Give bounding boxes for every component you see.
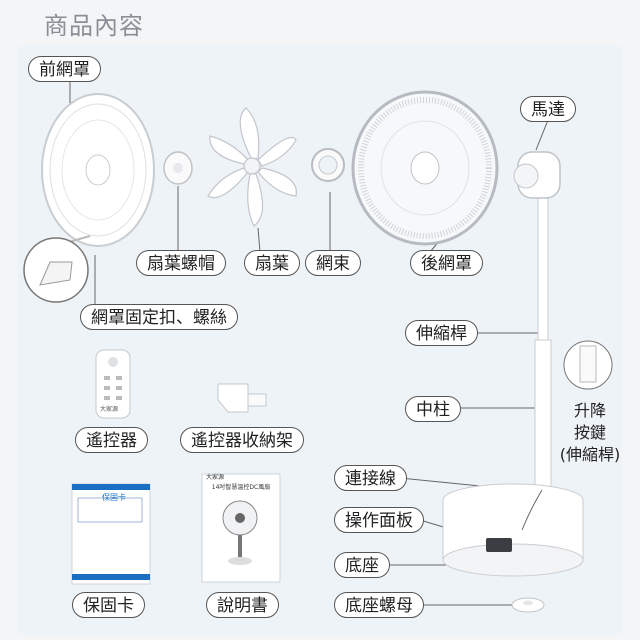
label-blade: 扇葉 <box>244 250 300 276</box>
label-clamp: 網束 <box>305 250 361 276</box>
label-grille-clip: 網罩固定扣、螺絲 <box>80 304 238 330</box>
warranty-card-image <box>71 483 151 585</box>
label-control-panel: 操作面板 <box>334 507 424 533</box>
label-blade-nut: 扇葉螺帽 <box>136 250 226 276</box>
grille-clip-image <box>23 237 89 303</box>
standing-fan-image <box>442 151 613 577</box>
front-grille-image <box>41 93 155 247</box>
base-nut-image <box>511 597 545 613</box>
blade-nut-image <box>163 151 193 185</box>
label-lift-button: 升降 按鍵 (伸縮桿) <box>552 400 628 466</box>
lift-line-1: 升降 <box>573 401 606 420</box>
lift-line-2: 按鍵 <box>573 423 606 442</box>
label-rear-grille: 後網罩 <box>410 250 483 276</box>
label-cable: 連接線 <box>334 465 407 491</box>
rear-grille-image <box>351 90 499 246</box>
label-telescopic-rod: 伸縮桿 <box>405 320 478 346</box>
label-motor: 馬達 <box>520 96 576 122</box>
label-warranty: 保固卡 <box>72 592 145 618</box>
blade-image <box>207 107 297 227</box>
remote-logo: 大家源 <box>100 406 119 413</box>
section-title: 商品內容 <box>44 12 144 40</box>
label-remote-holder: 遙控器收納架 <box>180 427 304 453</box>
remote-image <box>95 349 131 419</box>
label-center-pole: 中柱 <box>405 396 461 422</box>
label-remote: 遙控器 <box>75 427 148 453</box>
manual-heading: 14吋智慧溫控DC風扇 <box>211 484 271 491</box>
label-manual: 說明書 <box>206 592 279 618</box>
clamp-image <box>311 148 345 182</box>
label-front-grille: 前網罩 <box>28 56 101 82</box>
manual-image <box>201 473 281 583</box>
remote-holder-image <box>217 383 267 413</box>
label-base: 底座 <box>334 552 390 578</box>
label-base-nut: 底座螺母 <box>334 592 424 618</box>
manual-brand: 大家源 <box>206 474 225 481</box>
warranty-heading: 保固卡 <box>102 493 126 502</box>
lift-line-3: (伸縮桿) <box>559 445 621 464</box>
